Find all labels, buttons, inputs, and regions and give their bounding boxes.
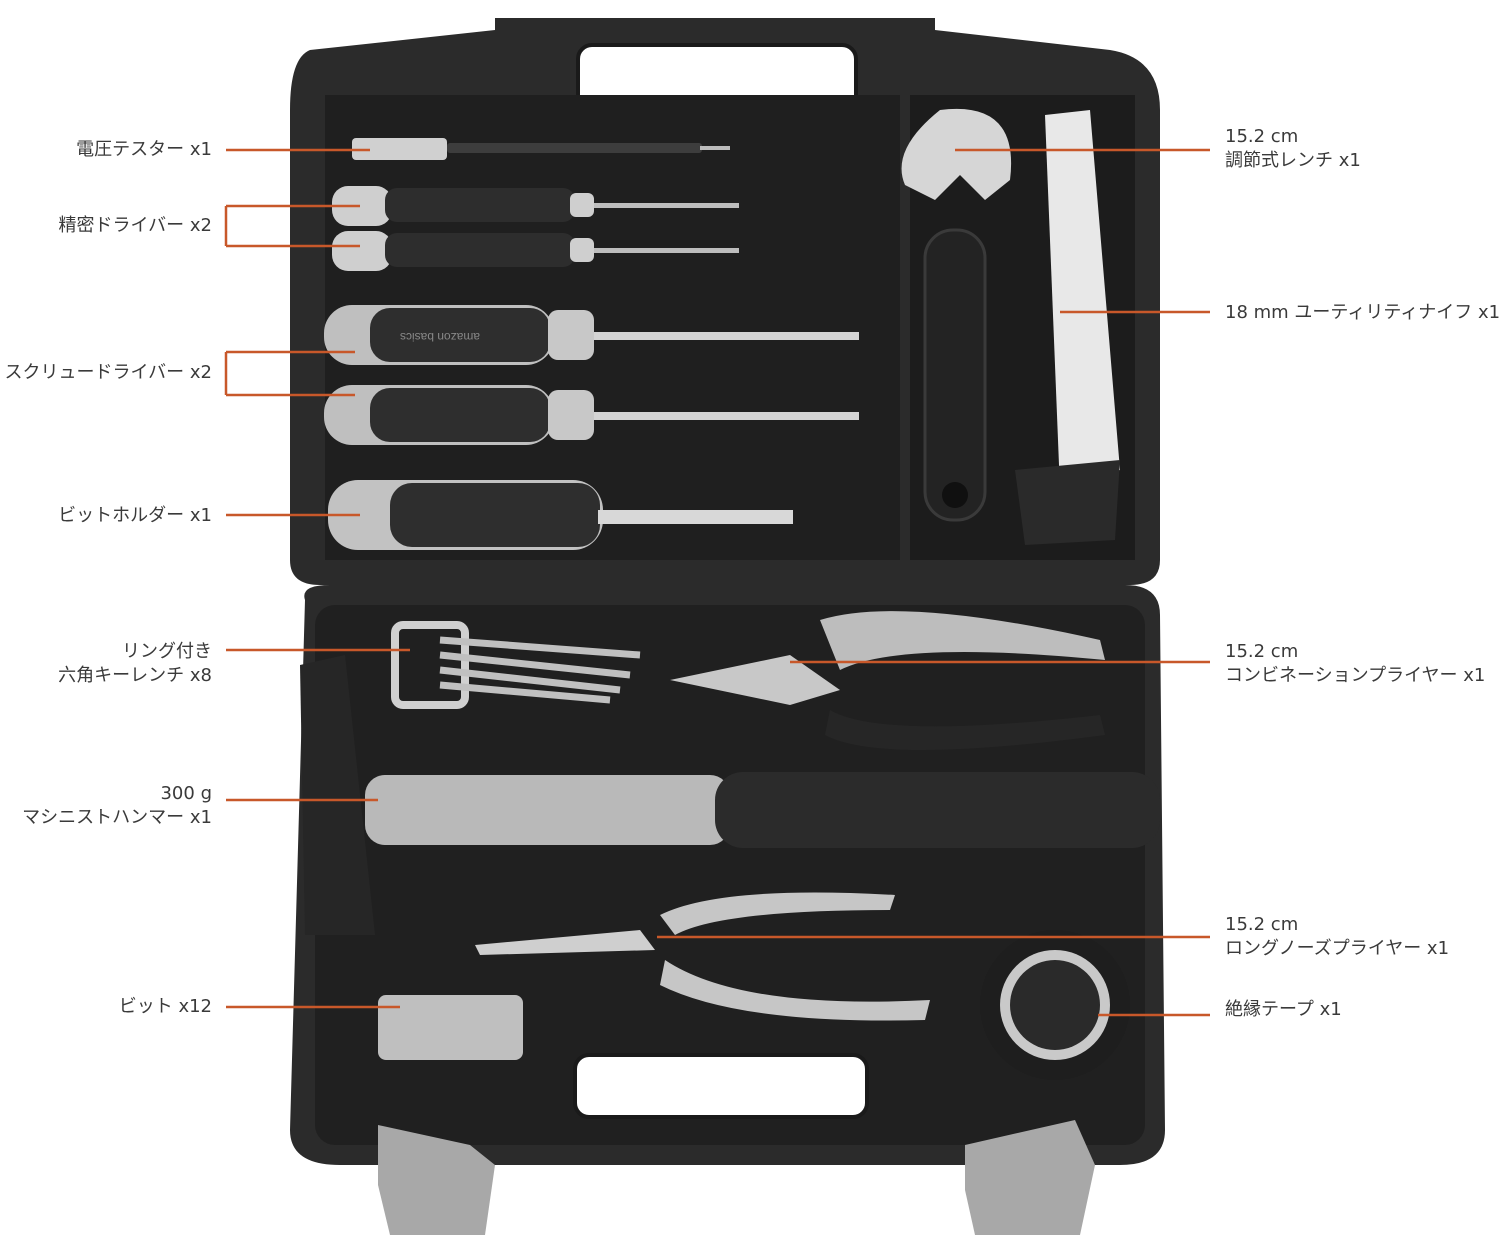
adjustable-wrench: [901, 108, 1012, 522]
label-line: リング付き: [122, 641, 212, 662]
label-line: 15.2 cm: [1225, 641, 1299, 662]
machinist-hammer: [300, 655, 1160, 935]
label-line: 電圧テスター x1: [76, 139, 212, 160]
label-line: コンビネーションプライヤー x1: [1225, 665, 1486, 686]
insulation-tape: [980, 930, 1130, 1080]
label-line: 18 mm ユーティリティナイフ x1: [1225, 302, 1500, 323]
label-line: 精密ドライバー x2: [58, 215, 212, 236]
label-line: 調節式レンチ x1: [1225, 150, 1361, 171]
label-line: ビット x12: [118, 996, 212, 1017]
label-line: スクリュードライバー x2: [4, 362, 212, 383]
label-wrench: 15.2 cm 調節式レンチ x1: [1225, 125, 1361, 173]
precision-screwdrivers: [332, 186, 739, 271]
label-hammer: 300 g マシニストハンマー x1: [22, 782, 212, 830]
leader-lines: [224, 148, 1210, 1017]
label-line: 15.2 cm: [1225, 914, 1299, 935]
label-screwdrivers: スクリュードライバー x2: [5, 361, 212, 385]
label-line: 六角キーレンチ x8: [58, 665, 212, 686]
screwdrivers: amazon basics: [324, 305, 859, 445]
label-line: マシニストハンマー x1: [22, 807, 212, 828]
label-long-nose-pliers: 15.2 cm ロングノーズプライヤー x1: [1225, 913, 1449, 961]
label-knife: 18 mm ユーティリティナイフ x1: [1225, 301, 1500, 325]
hex-key-set: [391, 621, 641, 709]
svg-text:amazon basics: amazon basics: [400, 330, 480, 344]
voltage-tester: [352, 138, 730, 160]
long-nose-pliers: [475, 892, 930, 1021]
label-voltage-tester: 電圧テスター x1: [76, 138, 212, 162]
label-combination-pliers: 15.2 cm コンビネーションプライヤー x1: [1225, 640, 1485, 688]
combination-pliers: [670, 611, 1105, 750]
utility-knife: [1015, 110, 1120, 545]
label-precision-drivers: 精密ドライバー x2: [59, 214, 212, 238]
label-bits: ビット x12: [119, 995, 212, 1019]
label-line: 300 g: [160, 783, 212, 804]
label-line: ロングノーズプライヤー x1: [1225, 938, 1450, 959]
bit-holder: [328, 480, 793, 550]
bit-set: [378, 995, 523, 1060]
label-hex-keys: リング付き 六角キーレンチ x8: [58, 640, 212, 688]
label-tape: 絶縁テープ x1: [1225, 998, 1342, 1022]
label-line: 絶縁テープ x1: [1225, 999, 1342, 1020]
label-line: ビットホルダー x1: [58, 505, 212, 526]
bottom-handle-opening: [573, 1053, 869, 1119]
label-line: 15.2 cm: [1225, 126, 1299, 147]
label-bit-holder: ビットホルダー x1: [58, 504, 212, 528]
